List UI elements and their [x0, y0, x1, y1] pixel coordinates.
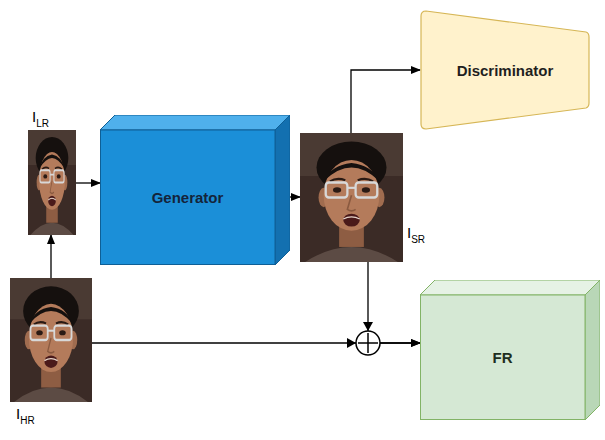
- block-top-face: [420, 280, 600, 295]
- arrow-connector: [76, 182, 100, 183]
- plus-symbol: [358, 342, 378, 344]
- arrow-connector: [368, 262, 420, 343]
- low-res-face: [28, 130, 76, 235]
- high-res-face: [10, 278, 92, 402]
- arrow-connector: [50, 235, 51, 278]
- image-label: ISR: [407, 225, 425, 240]
- block-label: Discriminator: [420, 10, 590, 130]
- sum-circle: [356, 331, 380, 355]
- symbol-subscript: LR: [36, 118, 49, 129]
- arrow-connector: [351, 70, 420, 133]
- super-res-face: [300, 133, 403, 262]
- block-side-face: [275, 115, 290, 265]
- image-label: IHR: [16, 406, 35, 421]
- sum-arrowhead: [347, 338, 356, 348]
- symbol-letter: I: [407, 224, 411, 241]
- generator-block: Generator: [100, 115, 290, 265]
- block-front-face: [101, 130, 276, 265]
- high-res-image: IHR: [10, 278, 92, 402]
- fr-block: FR: [420, 280, 600, 420]
- sum-arrowhead: [363, 322, 373, 331]
- image-label: ILR: [32, 109, 49, 124]
- discriminator-block: Discriminator: [420, 10, 590, 130]
- block-label: FR: [420, 295, 585, 420]
- arrow-connector: [290, 196, 300, 197]
- symbol-subscript: SR: [411, 234, 425, 245]
- block-top-face: [100, 115, 290, 130]
- low-res-image: ILR: [28, 130, 76, 235]
- symbol-letter: I: [32, 108, 36, 125]
- symbol-subscript: HR: [20, 415, 34, 426]
- symbol-letter: I: [16, 405, 20, 422]
- block-label: Generator: [100, 130, 275, 265]
- block-side-face: [585, 280, 600, 420]
- super-res-image: ISR: [300, 133, 403, 262]
- arrow-connector: [92, 342, 420, 343]
- trapezoid-shape: [421, 11, 589, 129]
- block-front-face: [421, 295, 586, 420]
